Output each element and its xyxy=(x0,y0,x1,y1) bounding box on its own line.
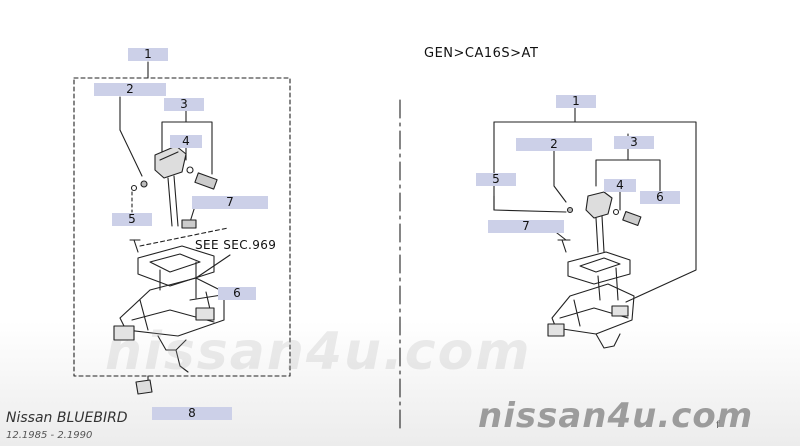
right-shift-housing xyxy=(547,251,635,349)
right-callout-7[interactable]: 7 xyxy=(488,220,564,233)
right-callout-6[interactable]: 6 xyxy=(640,191,680,204)
right-spring xyxy=(612,208,620,216)
right-callout-4[interactable]: 4 xyxy=(604,179,636,192)
left-callout-3[interactable]: 3 xyxy=(164,98,204,111)
left-leader-2b xyxy=(119,129,143,177)
right-leader-2 xyxy=(553,147,567,203)
left-callout-6[interactable]: 6 xyxy=(218,287,256,300)
left-leader-see xyxy=(139,227,229,247)
right-bolt xyxy=(557,239,571,253)
model-code-label: GEN>CA16S>AT xyxy=(424,46,539,61)
left-spring xyxy=(186,166,194,174)
left-screw xyxy=(140,180,148,188)
left-callout-8[interactable]: 8 xyxy=(152,407,232,420)
corner-mark: f xyxy=(716,420,720,431)
right-leader-1-frame xyxy=(493,121,697,303)
watermark-corner: nissan4u.com xyxy=(478,396,754,436)
left-callout-5[interactable]: 5 xyxy=(112,213,152,226)
right-callout-1[interactable]: 1 xyxy=(556,95,596,108)
right-screw xyxy=(566,206,574,214)
see-section-note[interactable]: SEE SEC.969 xyxy=(195,238,277,252)
watermark-center: nissan4u.com xyxy=(105,322,532,382)
left-bushing xyxy=(181,219,197,229)
right-callout-5[interactable]: 5 xyxy=(476,173,516,186)
right-callout-3[interactable]: 3 xyxy=(614,136,654,149)
right-button xyxy=(622,210,642,226)
left-callout-2[interactable]: 2 xyxy=(94,83,166,96)
right-callout-2[interactable]: 2 xyxy=(516,138,592,151)
left-bolt xyxy=(129,239,141,253)
vehicle-model-years: 12.1985 - 2.1990 xyxy=(6,430,93,441)
right-leader-3-branch xyxy=(595,159,661,193)
left-assembly-frame xyxy=(73,77,291,377)
right-leader-5 xyxy=(493,209,567,213)
left-grommet xyxy=(135,379,153,395)
left-washer xyxy=(130,184,138,192)
right-selector-knob xyxy=(585,191,613,253)
left-selector-knob xyxy=(154,145,187,227)
left-callout-1[interactable]: 1 xyxy=(128,48,168,61)
left-leader-see-b xyxy=(195,254,231,279)
vehicle-model-name: Nissan BLUEBIRD xyxy=(6,410,128,426)
left-button xyxy=(194,172,218,190)
left-leader-3 xyxy=(161,121,213,175)
left-callout-4[interactable]: 4 xyxy=(170,135,202,148)
left-shift-housing xyxy=(113,245,225,373)
left-callout-7[interactable]: 7 xyxy=(192,196,268,209)
